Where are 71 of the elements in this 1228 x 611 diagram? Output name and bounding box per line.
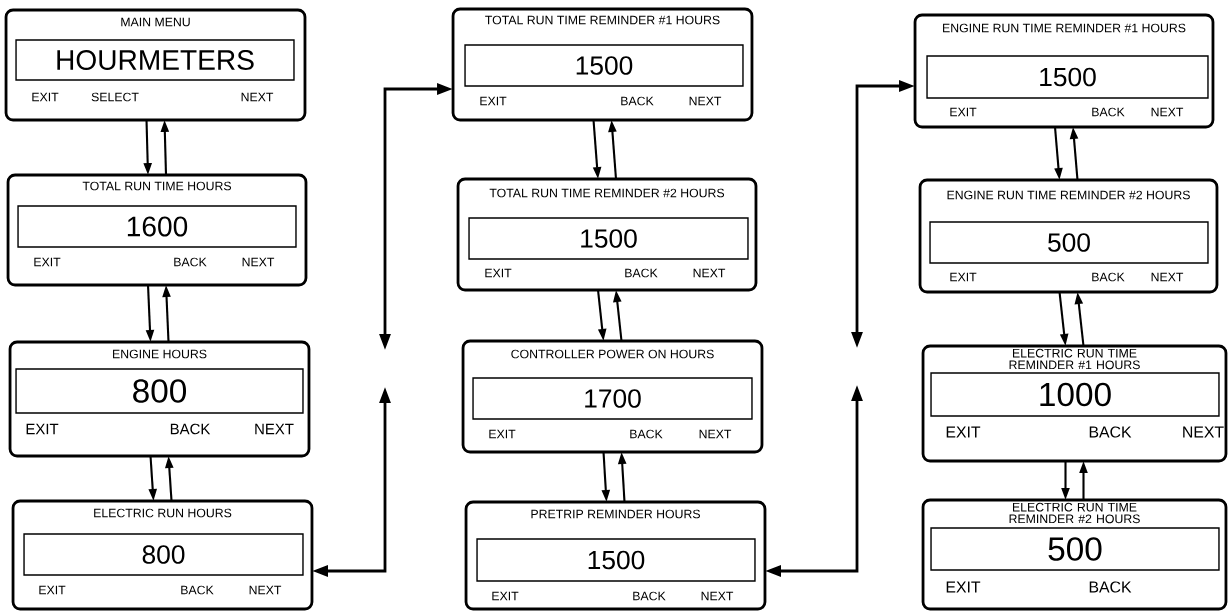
- softkey-label: NEXT: [1183, 426, 1224, 438]
- softkey-label: BACK: [630, 429, 663, 439]
- screen-title: PRETRIP REMINDER HOURS: [531, 509, 700, 519]
- softkey-label: EXIT: [946, 581, 981, 593]
- screen-title: ELECTRIC RUN TIME REMINDER #2 HOURS: [1009, 502, 1140, 524]
- softkey-label: EXIT: [485, 268, 512, 278]
- display-screen: [451, 7, 754, 122]
- softkey-label: EXIT: [946, 426, 981, 438]
- softkey-label: SELECT: [91, 92, 139, 102]
- value-field: 500: [930, 527, 1220, 571]
- display-screen: [464, 500, 767, 611]
- softkey-label: BACK: [181, 585, 214, 595]
- screen-title: MAIN MENU: [121, 17, 190, 27]
- screen-title: CONTROLLER POWER ON HOURS: [511, 349, 714, 359]
- display-screen: [4, 8, 307, 122]
- softkey-label: NEXT: [241, 92, 274, 102]
- value-field: 1600: [17, 205, 297, 248]
- value-field: HOURMETERS: [15, 39, 295, 81]
- softkey-label: NEXT: [242, 257, 275, 267]
- display-screen: [456, 177, 758, 292]
- softkey-label: NEXT: [1151, 272, 1184, 282]
- softkey-label: NEXT: [1151, 107, 1184, 117]
- value-field: 800: [23, 533, 304, 576]
- softkey-label: NEXT: [701, 591, 734, 601]
- screen-title: ELECTRIC RUN TIME REMINDER #1 HOURS: [1009, 348, 1140, 370]
- screen-title: TOTAL RUN TIME REMINDER #1 HOURS: [485, 15, 720, 25]
- softkey-label: EXIT: [34, 257, 61, 267]
- softkey-label: BACK: [170, 423, 211, 435]
- softkey-label: EXIT: [492, 591, 519, 601]
- softkey-label: BACK: [633, 591, 666, 601]
- value-field: 1000: [930, 372, 1220, 417]
- softkey-label: EXIT: [26, 423, 59, 435]
- value-field: 800: [15, 368, 304, 414]
- value-field: 500: [929, 221, 1209, 264]
- screen-title: TOTAL RUN TIME REMINDER #2 HOURS: [489, 188, 725, 198]
- softkey-label: BACK: [1089, 581, 1132, 593]
- screen-title: ENGINE HOURS: [113, 349, 207, 359]
- display-screen: [6, 173, 308, 287]
- softkey-label: NEXT: [689, 96, 722, 106]
- softkey-label: NEXT: [249, 585, 282, 595]
- softkey-label: NEXT: [255, 423, 294, 435]
- softkey-label: BACK: [1092, 272, 1125, 282]
- screen-title: ENGINE RUN TIME REMINDER #1 HOURS: [943, 23, 1186, 33]
- softkey-label: EXIT: [489, 429, 516, 439]
- display-screen: [918, 178, 1219, 294]
- softkey-label: EXIT: [39, 585, 66, 595]
- softkey-label: EXIT: [32, 92, 59, 102]
- value-field: 1500: [926, 55, 1209, 99]
- softkey-label: EXIT: [480, 96, 507, 106]
- softkey-label: BACK: [625, 268, 658, 278]
- value-field: 1500: [468, 217, 749, 260]
- display-screen: [921, 498, 1228, 611]
- softkey-label: BACK: [174, 257, 207, 267]
- softkey-label: BACK: [1092, 107, 1125, 117]
- display-screen: [461, 339, 764, 454]
- softkey-label: NEXT: [693, 268, 726, 278]
- softkey-label: NEXT: [699, 429, 732, 439]
- screen-title: ELECTRIC RUN HOURS: [94, 508, 232, 518]
- softkey-label: BACK: [621, 96, 654, 106]
- softkey-label: EXIT: [950, 272, 977, 282]
- screen-title: TOTAL RUN TIME HOURS: [82, 181, 231, 191]
- value-field: 1500: [476, 538, 756, 582]
- display-screen: [913, 13, 1215, 129]
- screen-title: ENGINE RUN TIME REMINDER #2 HOURS: [947, 190, 1190, 200]
- softkey-label: EXIT: [950, 107, 977, 117]
- display-screen: [8, 340, 311, 458]
- display-screen: [11, 499, 314, 611]
- value-field: 1700: [472, 377, 753, 420]
- softkey-label: BACK: [1089, 426, 1132, 438]
- value-field: 1500: [464, 44, 744, 87]
- display-screen: [921, 344, 1228, 463]
